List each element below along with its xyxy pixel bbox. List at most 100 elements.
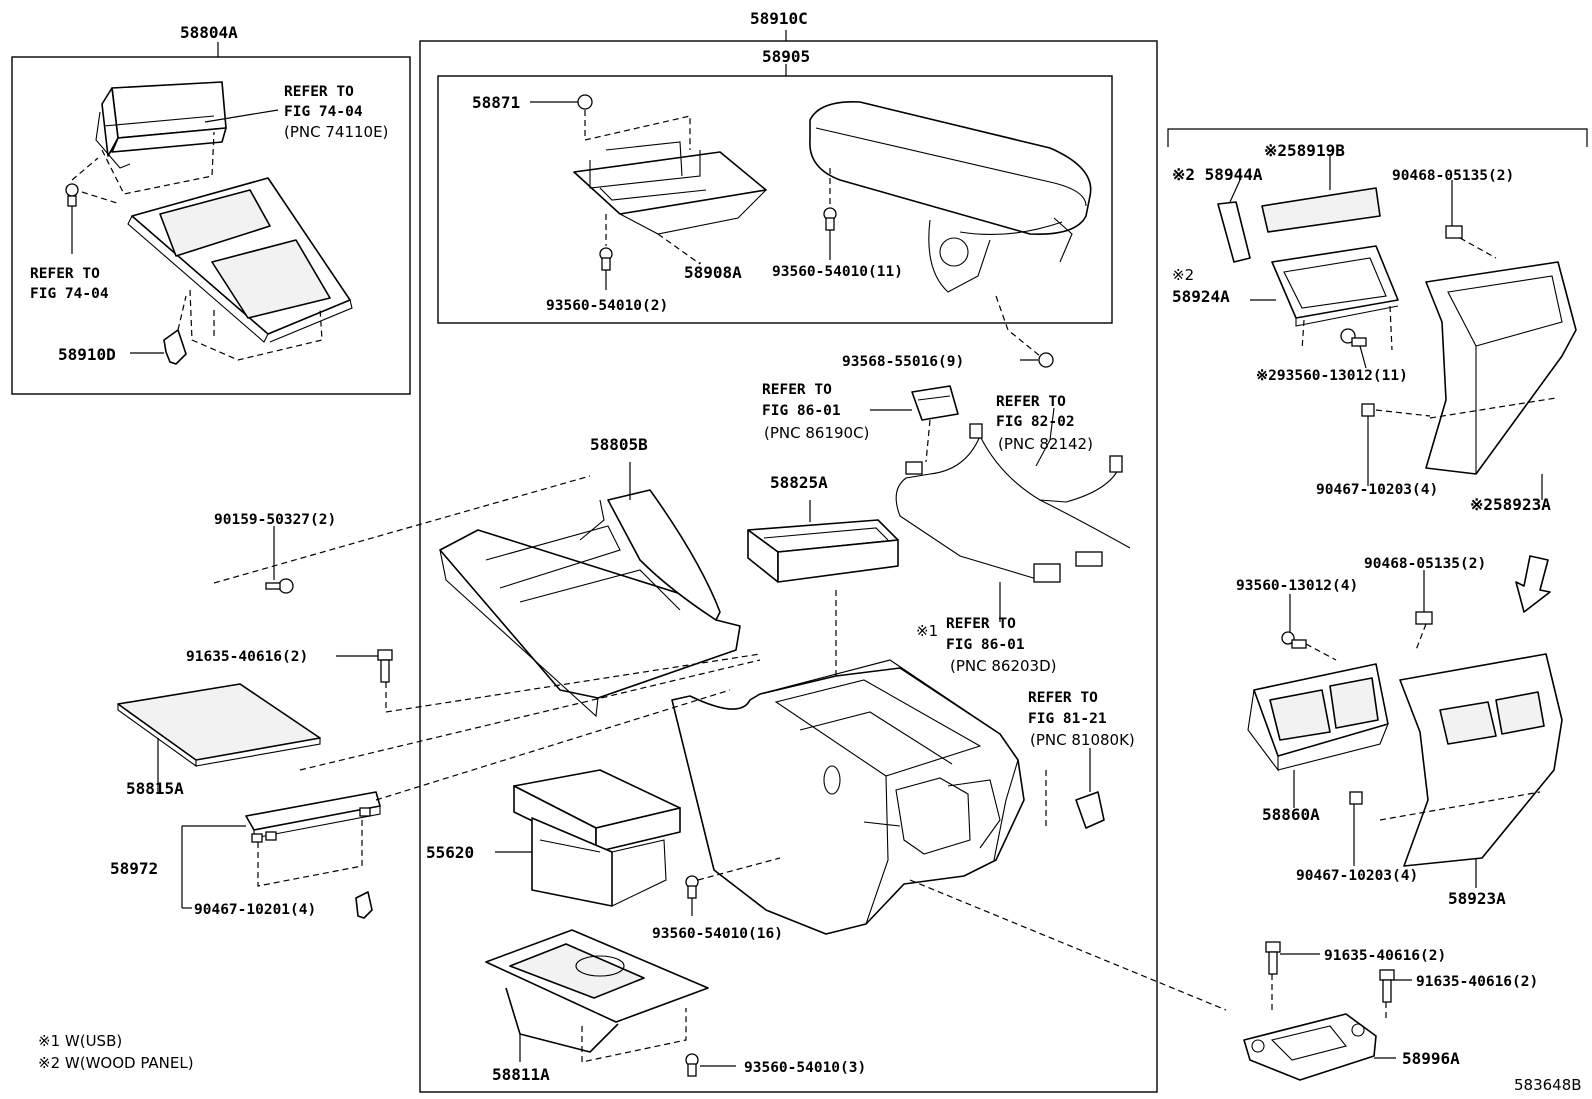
screw-93560-54010-11 (823, 168, 837, 260)
label-90159-50327-2: 90159-50327(2) (214, 512, 336, 528)
label-90467-10203-4a: 90467-10203(4) (1316, 482, 1438, 498)
label-refer-86-01-a-1: REFER TO (762, 382, 832, 398)
screw-93560-13012-11 (1340, 328, 1367, 369)
part-58804A-shift-panel (81, 81, 227, 205)
label-refer-74-04-a-2: FIG 74-04 (284, 104, 363, 120)
harness-82142 (895, 407, 1131, 622)
part-58972-trim (181, 791, 381, 908)
label-58815A: 58815A (126, 779, 184, 798)
part-58908A-armrest-base (573, 115, 767, 265)
label-58996A: 58996A (1402, 1049, 1460, 1068)
label-58923A-top: ※258923A (1470, 495, 1551, 514)
part-55620-ashtray (495, 769, 681, 907)
dash-long-2 (385, 653, 761, 713)
label-58908A: 58908A (684, 263, 742, 282)
label-93560-54010-3: 93560-54010(3) (744, 1060, 866, 1076)
note-wood-panel: ※2 W(WOOD PANEL) (38, 1054, 194, 1072)
clip-58910D (130, 295, 187, 365)
label-58804A: 58804A (180, 23, 238, 42)
screw-93560-54010-2 (599, 214, 613, 290)
label-58825A: 58825A (770, 473, 828, 492)
label-refer-82-02-2: FIG 82-02 (996, 414, 1075, 430)
part-main-console-box (671, 659, 1047, 935)
label-90468-05135-2b: 90468-05135(2) (1364, 556, 1486, 572)
clip-90468-05135-a (1445, 180, 1497, 259)
label-91635-40616-2c: 91635-40616(2) (1416, 974, 1538, 990)
label-refer-82-02-3: (PNC 82142) (998, 435, 1093, 453)
part-58825A-tray (747, 500, 899, 850)
label-refer-82-02-1: REFER TO (996, 394, 1066, 410)
screw-93560-13012-4 (1281, 594, 1337, 661)
label-90467-10201-4: 90467-10201(4) (194, 902, 316, 918)
label-91635-40616-2b: 91635-40616(2) (1324, 948, 1446, 964)
label-55620: 55620 (426, 843, 474, 862)
label-93560-54010-2: 93560-54010(2) (546, 298, 668, 314)
label-refer-86-01-b-1: REFER TO (946, 616, 1016, 632)
label-refer-86-01-b-mark: ※1 (916, 622, 938, 640)
label-refer-74-04-a-3: (PNC 74110E) (284, 123, 388, 141)
clip-90467-10203-b (1349, 791, 1363, 866)
label-58871: 58871 (472, 93, 520, 112)
label-58860A: 58860A (1262, 805, 1320, 824)
dash-long-5 (909, 879, 1227, 1011)
label-refer-81-21-3: (PNC 81080K) (1030, 731, 1135, 749)
label-90467-10203-4b: 90467-10203(4) (1296, 868, 1418, 884)
armrest-subassembly-frame (437, 75, 1113, 324)
part-58805B-console-upper (439, 462, 741, 718)
dash-long-3 (299, 659, 761, 771)
note-usb: ※1 W(USB) (38, 1032, 122, 1050)
dash-long-4 (375, 689, 731, 801)
label-91635-40616-2a: 91635-40616(2) (186, 649, 308, 665)
label-refer-86-01-b-2: FIG 86-01 (946, 637, 1025, 653)
part-58919B-trim (1261, 156, 1381, 233)
clip-90468-05135-b (1415, 570, 1433, 651)
bolt-91635-40616-2b (1265, 941, 1320, 1012)
clip-90467-10203-a (1361, 403, 1431, 486)
label-58910C: 58910C (750, 9, 808, 28)
label-refer-74-04-b-2: FIG 74-04 (30, 286, 109, 302)
part-58924A-bezel (1250, 245, 1399, 351)
label-93560-54010-11: 93560-54010(11) (772, 264, 903, 280)
screw-refer-74-04 (65, 157, 99, 254)
label-refer-74-04-a-1: REFER TO (284, 84, 354, 100)
label-58924A: 58924A (1172, 287, 1230, 306)
diagram-id: 583648B (1514, 1076, 1582, 1094)
label-refer-81-21-2: FIG 81-21 (1028, 711, 1107, 727)
label-refer-74-04-b-1: REFER TO (30, 266, 100, 282)
bolt-91635-40616-2c (1379, 969, 1412, 1020)
label-58910D: 58910D (58, 345, 116, 364)
switch-86190C (870, 385, 959, 463)
clip-81080K (1075, 748, 1105, 829)
label-58811A: 58811A (492, 1065, 550, 1084)
part-58944A-bracket (1217, 179, 1251, 263)
label-refer-81-21-1: REFER TO (1028, 690, 1098, 706)
part-58996A-bracket (1243, 1013, 1396, 1081)
label-93568-55016-9: 93568-55016(9) (842, 354, 964, 370)
label-93560-13012-11: ※293560-13012(11) (1256, 368, 1408, 384)
dash-long-1 (213, 475, 591, 584)
label-58924A-mark: ※2 (1172, 266, 1194, 284)
rear-panel-bracket (1167, 128, 1588, 147)
part-58811A-cupholder (485, 929, 709, 1063)
label-refer-86-01-a-3: (PNC 86190C) (764, 424, 869, 442)
bolt-91635-40616-2a (336, 649, 393, 712)
upper-panel-frame (11, 56, 411, 395)
main-assembly-frame (419, 40, 1158, 1093)
label-58923A: 58923A (1448, 889, 1506, 908)
label-refer-86-01-b-3: (PNC 86203D) (950, 657, 1056, 675)
screw-90159-50327 (265, 526, 294, 594)
label-93560-54010-16: 93560-54010(16) (652, 926, 783, 942)
label-58944A: ※2 58944A (1172, 165, 1263, 184)
bolt-93568-55016 (995, 295, 1054, 368)
label-refer-86-01-a-2: FIG 86-01 (762, 403, 841, 419)
part-armrest-lid (809, 101, 1092, 293)
label-58919B: ※258919B (1264, 141, 1345, 160)
clip-90467-10201 (182, 891, 373, 919)
screw-93560-54010-16 (685, 857, 781, 916)
label-58905: 58905 (762, 47, 810, 66)
arrow-down (1515, 555, 1551, 613)
part-58815A-mat (117, 683, 321, 792)
label-58972: 58972 (110, 859, 158, 878)
screw-93560-54010-3 (685, 1053, 736, 1077)
